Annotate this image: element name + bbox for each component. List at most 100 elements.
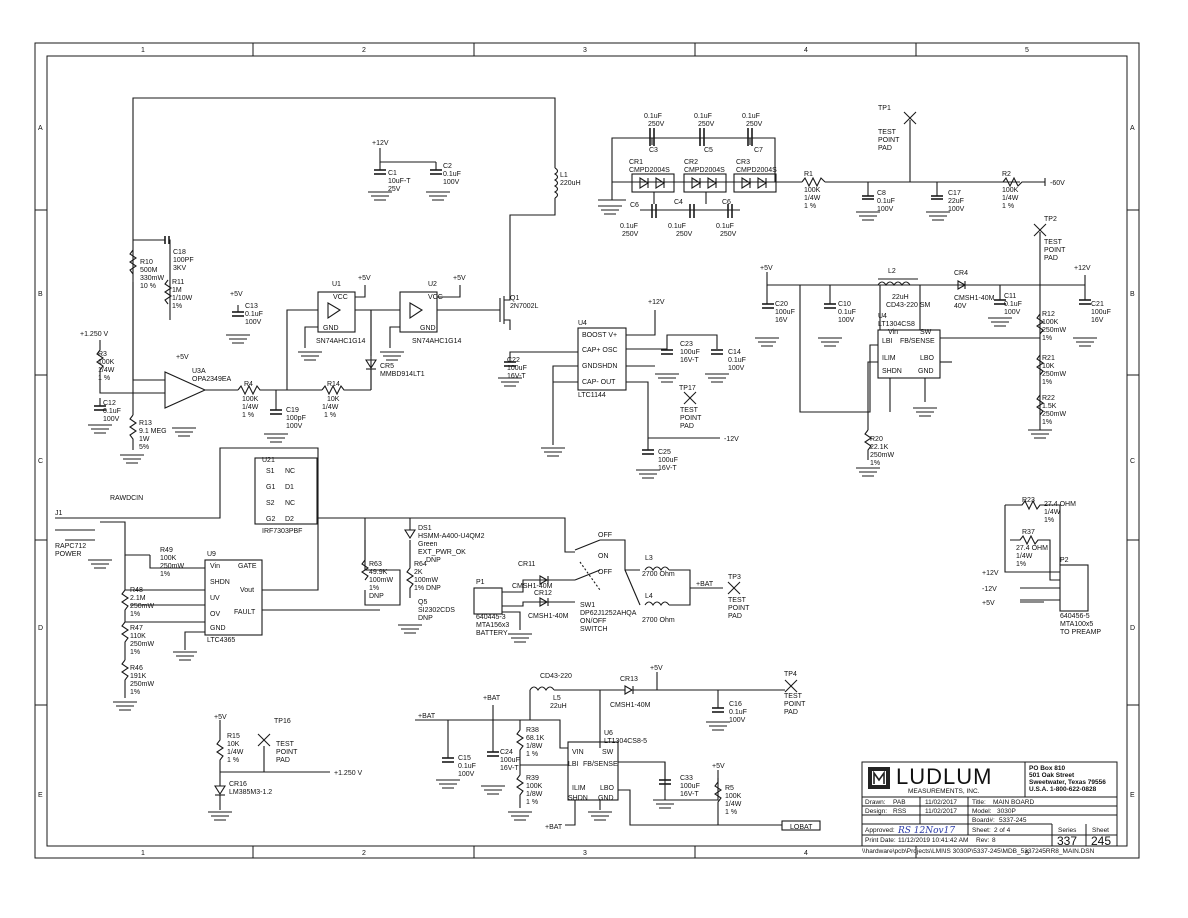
c7-voltage: 250V [746,121,763,128]
rail-p12-c1: +12V [372,140,389,147]
u21-pin-d1: D1 [285,484,294,491]
l1-value: 220uH [560,180,581,187]
tb-series: 337 [1057,834,1077,848]
cr12-part: CMSH1-40M [528,613,569,620]
p1-mta: MTA156x3 [476,622,509,629]
tp1-l2: POINT [878,137,900,144]
r39-value: 100K [526,783,543,790]
c5-ref: C5 [704,147,713,154]
component-labels: +12V C1 10uF-T 25V C2 0.1uF 100V 0.1uF 2… [55,105,1111,831]
c11-value: 0.1uF [1004,301,1022,308]
c3-value: 0.1uF [644,113,662,120]
r13-value: 9.1 MEG [139,428,167,435]
tb-rev: 8 [992,837,996,844]
c22-value: 100uF [507,365,527,372]
u6-pin-ilim: ILIM [572,785,586,792]
c6b-voltage: 250V [720,231,737,238]
r21-tol: 1% [1042,379,1052,386]
r3-ref: R3 [98,351,107,358]
tp17-l3: PAD [680,423,694,430]
cr5-part: MMBD914LT1 [380,371,425,378]
u6-pin-shdn: SHDN [568,795,588,802]
u4b-ref: U4 [878,313,887,320]
zone-row-e-left: E [38,792,43,799]
u21-pin-g2: G2 [266,516,275,523]
zone-row-c-right: C [1130,458,1135,465]
rail-p5-u2: +5V [453,275,466,282]
r20-power: 250mW [870,452,895,459]
u4b-pin-lbo: LBO [920,355,935,362]
sw1-off2: OFF [598,569,612,576]
c18-voltage: 3KV [173,265,187,272]
r46-value: 191K [130,673,147,680]
tb-design-label: Design: [865,808,887,815]
u4b-pin-lbi: LBI [882,338,893,345]
r11-ref: R11 [172,279,184,286]
q1-part: 2N7002L [510,303,539,310]
zone-col-3-top: 3 [583,47,587,54]
tb-drawn-label: Drawn: [865,799,886,806]
r49-power: 250mW [160,563,185,570]
ds1-dnp: DNP [426,557,441,564]
zone-col-5-bottom: 5 [1025,850,1029,857]
c24-ref: C24 [500,749,513,756]
c15-value: 0.1uF [458,763,476,770]
r14-power: 1/4W [322,404,339,411]
u1-part: SN74AHC1G14 [316,338,366,345]
c21-value: 100uF [1091,309,1111,316]
tp4-l1: TEST [784,693,803,700]
u21-pin-nc2: NC [285,500,295,507]
c16-voltage: 100V [729,717,746,724]
power-input-section [55,447,575,698]
u6-ref: U6 [604,730,613,737]
c13-voltage: 100V [245,319,262,326]
rail-p5-r15: +5V [214,714,227,721]
r1-power: 1/4W [804,195,821,202]
zone-row-b-left: B [38,291,43,298]
r4-ref: R4 [244,381,253,388]
r38-power: 1/8W [526,743,543,750]
r64-ref: R64 [414,561,427,568]
tp3-l3: PAD [728,613,742,620]
cr4-ref: CR4 [954,270,968,277]
boost12-section [762,223,1091,460]
r20-tol: 1% [870,460,880,467]
u21-ref: U21 [262,457,275,464]
tp17-l1: TEST [680,407,699,414]
r13-ref: R13 [139,420,152,427]
p1-desc: BATTERY [476,630,508,637]
tb-series-label: Series [1058,827,1077,834]
u1-gnd: GND [323,325,339,332]
tb-design-by: RSS [893,808,907,815]
c19-value: 100pF [286,415,306,422]
zone-col-1-bottom: 1 [141,850,145,857]
r46-tol: 1% [130,689,140,696]
c2-ref: C2 [443,163,452,170]
ds1-ref: DS1 [418,525,432,532]
l3-value: 2700 Ohm [642,571,675,578]
u2-ref: U2 [428,281,437,288]
c33-ref: C33 [680,775,693,782]
l5-value: 22uH [550,703,567,710]
zone-col-5-top: 5 [1025,47,1029,54]
u1-vcc: VCC [333,294,348,301]
zone-row-c-left: C [38,458,43,465]
tp2-ref: TP2 [1044,216,1057,223]
p2-net-p12: +12V [982,570,999,577]
p2-part: 640456-5 [1060,613,1090,620]
rail-neg60: -60V [1050,180,1065,187]
u6-part: LT1304CS8-5 [604,738,647,745]
tb-design-date: 11/02/2017 [925,808,957,815]
u6-pin-sw: SW [602,749,614,756]
r21-power: 250mW [1042,371,1067,378]
l4-value: 2700 Ohm [642,617,675,624]
cr13-ref: CR13 [620,676,638,683]
u6-pin-lbi: LBI [568,761,579,768]
r23-value: 27.4 OHM [1044,501,1076,508]
j1-desc: POWER [55,551,81,558]
u4-lt1304-box [877,329,941,379]
c8-ref: C8 [877,190,886,197]
c6b-value: 0.1uF [716,223,734,230]
u2-box [399,291,438,333]
u9-pin-uv: UV [210,595,220,602]
